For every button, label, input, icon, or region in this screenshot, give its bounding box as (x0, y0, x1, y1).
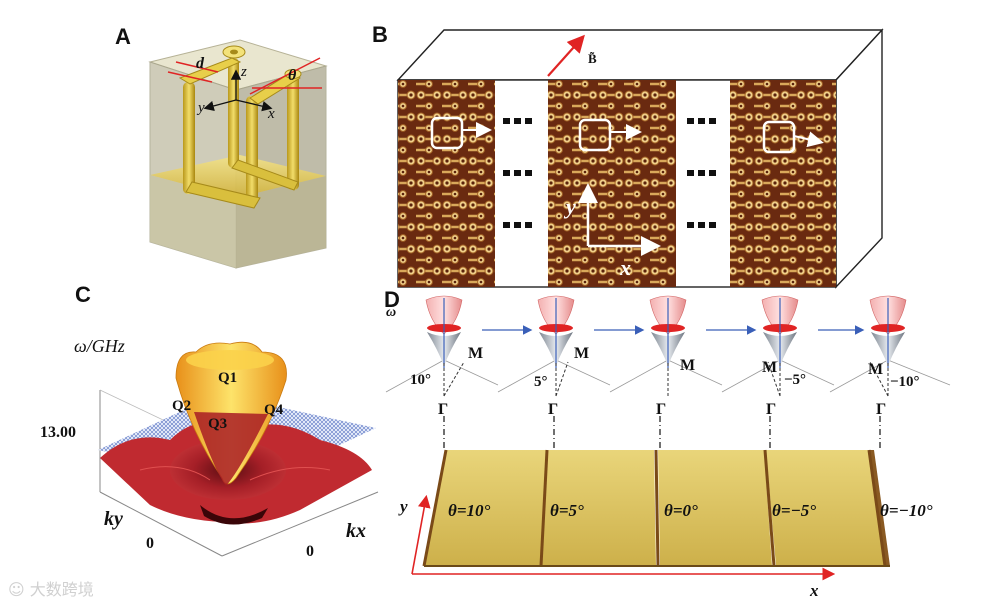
panel-b-field-label: B̃ (588, 51, 597, 66)
section-5-theta: θ=−10° (880, 501, 933, 520)
cone-unit-1 (385, 295, 499, 397)
panel-b-x-label: x (619, 255, 631, 280)
cone-unit-4 (721, 295, 835, 397)
panel-c-ky-label: ky (104, 508, 123, 530)
panel-d-omega-label: ω (386, 305, 396, 320)
section-4-theta: θ=−5° (772, 501, 816, 520)
pcb-slab-right (730, 80, 836, 287)
cone-4-angle: −5° (784, 372, 806, 388)
panel-label-c: C (75, 282, 91, 307)
panel-c-omega-label: ω/GHz (74, 336, 125, 356)
panel-c-q3: Q3 (208, 416, 227, 432)
panel-c-band-surface (98, 341, 379, 557)
panel-a-x-label: x (267, 106, 275, 122)
cone-1-angle: 10° (410, 372, 431, 388)
panel-d-cones (385, 295, 951, 448)
pcb-slab-center (548, 80, 676, 287)
cone-unit-3 (609, 295, 723, 396)
cone-4-m-label: M (762, 359, 777, 376)
cone-unit-2 (497, 295, 611, 397)
panel-a-unit-cell (148, 39, 328, 269)
cone-1-m-label: M (468, 345, 483, 362)
cone-2-angle: 5° (534, 374, 548, 390)
watermark-logo-icon: ☺ (8, 580, 25, 599)
cone-1-gamma-label: Γ (438, 401, 448, 418)
panel-b-metamaterial-box (396, 28, 884, 289)
section-2-theta: θ=5° (550, 501, 584, 520)
panel-a-d-label: d (196, 55, 205, 72)
watermark-text: 大数跨境 (29, 580, 94, 599)
panel-c-zero-y: 0 (146, 535, 154, 552)
watermark: ☺ 大数跨境 (8, 576, 94, 600)
section-3-theta: θ=0° (664, 501, 698, 520)
cone-4-gamma-label: Γ (766, 401, 776, 418)
cone-2-m-label: M (574, 345, 589, 362)
panel-c-q4: Q4 (264, 402, 284, 418)
cone-3-m-label: M (680, 357, 695, 374)
panel-c-zero-x: 0 (306, 543, 314, 560)
panel-d-y-axis-label: y (398, 497, 408, 516)
cone-unit-5 (829, 295, 951, 397)
cone-3-gamma-label: Γ (656, 401, 666, 418)
cone-5-m-label: M (868, 361, 883, 378)
panel-c-q1: Q1 (218, 370, 237, 386)
panel-c-tick-value: 13.00 (40, 424, 76, 441)
panel-d-gold-board (411, 449, 890, 581)
panel-c-q2: Q2 (172, 398, 191, 414)
panel-label-a: A (115, 24, 131, 49)
cone-2-gamma-label: Γ (548, 401, 558, 418)
pcb-slab-left (398, 80, 495, 287)
panel-a-theta-label: θ (288, 67, 297, 84)
cone-5-gamma-label: Γ (876, 401, 886, 418)
panel-d-x-axis-label: x (809, 581, 819, 600)
section-1-theta: θ=10° (448, 501, 491, 520)
panel-c-kx-label: kx (346, 520, 366, 542)
panel-label-b: B (372, 22, 388, 47)
panel-a-y-label: y (196, 100, 205, 116)
cone-5-angle: −10° (890, 374, 920, 390)
panel-b-y-label: y (563, 194, 576, 219)
panel-a-z-label: z (240, 64, 247, 80)
panel-label-d: D (384, 287, 400, 312)
